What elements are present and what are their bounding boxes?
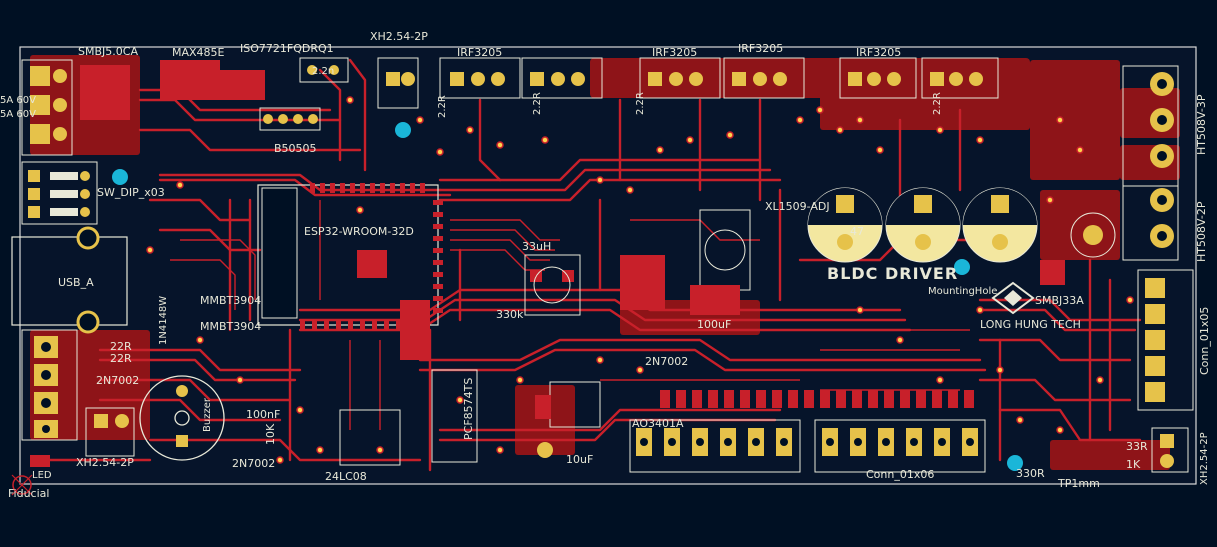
esp32-pads [300, 183, 443, 330]
label-330r: 330R [1016, 467, 1045, 480]
label-ht508-2p: HT508V-2P [1195, 201, 1208, 262]
label-buzzer: Buzzer [202, 397, 213, 432]
label-xh-bottom: XH2.54-2P [76, 456, 134, 469]
buzzer-pad [176, 435, 188, 447]
dip-switch [21, 161, 98, 225]
label-mounting-hole: MountingHole [928, 286, 997, 297]
label-330k: 330k [496, 308, 524, 321]
label-pcf8574: PCF8574TS [462, 378, 475, 440]
label-33r: 33R [1126, 440, 1148, 453]
label-22r-b: 22R [110, 352, 132, 365]
label-5a60v-a: 5A 60V [0, 95, 36, 106]
label-irf2: IRF3205 [652, 46, 697, 59]
label-10k: 10K [264, 423, 277, 445]
label-100nf: 100nF [246, 408, 280, 421]
label-iso7721: ISO7721FQDRQ1 [240, 42, 334, 55]
buzzer-pad [176, 385, 188, 397]
label-5a60v-b: 5A 60V [0, 109, 36, 120]
label-mmbt1: MMBT3904 [200, 294, 261, 307]
mosfet-row [439, 57, 999, 99]
usb-outline [11, 236, 128, 326]
smd-resistor-row [660, 390, 974, 408]
label-ht508-3p: HT508V-3P [1195, 94, 1208, 155]
label-conn-01x05: Conn_01x05 [1198, 307, 1211, 375]
label-smbj33a: SMBJ33A [1035, 294, 1084, 307]
label-22r-a: 22R [110, 340, 132, 353]
ic-chips [80, 60, 1065, 466]
fiducial-mark [11, 474, 33, 496]
left-lower-holes [41, 342, 51, 433]
label-2r2-a: 2.2R [437, 95, 448, 118]
label-24lc08: 24LC08 [325, 470, 367, 483]
mounting-holes [112, 122, 1023, 471]
label-tp1mm: TP1mm [1057, 477, 1100, 490]
label-ao3401a: AO3401A [632, 417, 684, 430]
label-xl1509: XL1509-ADJ [765, 200, 830, 213]
board-title: BLDC DRIVER [827, 264, 958, 283]
label-2n7002-a: 2N7002 [232, 457, 275, 470]
vias [146, 96, 1134, 464]
label-10uf: 10uF [566, 453, 593, 466]
label-b50505: B50505 [274, 142, 317, 155]
label-47: 47 [850, 225, 864, 238]
buzzer-outline [139, 375, 225, 461]
label-usb: USB_A [58, 276, 94, 289]
label-2n2: 2.2n [312, 66, 334, 77]
label-1n4148: 1N4148W [158, 296, 169, 345]
label-irf4: IRF3205 [856, 46, 901, 59]
label-irf1: IRF3205 [457, 46, 502, 59]
label-esp32: ESP32-WROOM-32D [304, 225, 414, 238]
power-section [524, 209, 751, 458]
brand-text: LONG HUNG TECH [980, 318, 1081, 331]
label-fiducial: Fiducial [8, 487, 49, 500]
top-connectors [259, 57, 419, 131]
label-xh-right: XH2.54-2P [1199, 432, 1210, 485]
label-sw-dip: SW_DIP_x03 [97, 186, 165, 199]
label-2r2-d: 2.2R [932, 92, 943, 115]
label-mmbt2: MMBT3904 [200, 320, 261, 333]
label-max485: MAX485E [172, 46, 225, 59]
usb-mount-pad [76, 310, 100, 334]
usb-mount-pad [76, 226, 100, 250]
label-cap-100uf: 100uF [697, 318, 731, 331]
label-inductor: 33uH [522, 240, 551, 253]
label-irf3: IRF3205 [738, 42, 783, 55]
right-terminal-holes [1157, 79, 1167, 241]
label-conn-01x06: Conn_01x06 [866, 468, 934, 481]
label-smbj: SMBJ5.0CA [78, 45, 138, 58]
label-2n7002-b: 2N7002 [96, 374, 139, 387]
esp32-module [257, 184, 439, 326]
bulk-capacitors [807, 187, 1116, 263]
xh-bottom-left [85, 407, 135, 457]
led-pad [30, 455, 50, 467]
right-terminals [1122, 65, 1194, 473]
label-1k: 1K [1126, 458, 1141, 471]
label-xh-top: XH2.54-2P [370, 30, 428, 43]
label-2r2-b: 2.2R [532, 92, 543, 115]
bottom-header-holes [640, 438, 974, 446]
bottom-headers [629, 419, 986, 473]
buzzer-center [174, 410, 190, 426]
label-led: LED [32, 470, 52, 481]
left-terminal [21, 59, 73, 156]
label-2n7002-c: 2N7002 [645, 355, 688, 368]
thin-traces [170, 200, 970, 430]
label-2r2-c: 2.2R [635, 92, 646, 115]
brand-logo [991, 281, 1035, 315]
